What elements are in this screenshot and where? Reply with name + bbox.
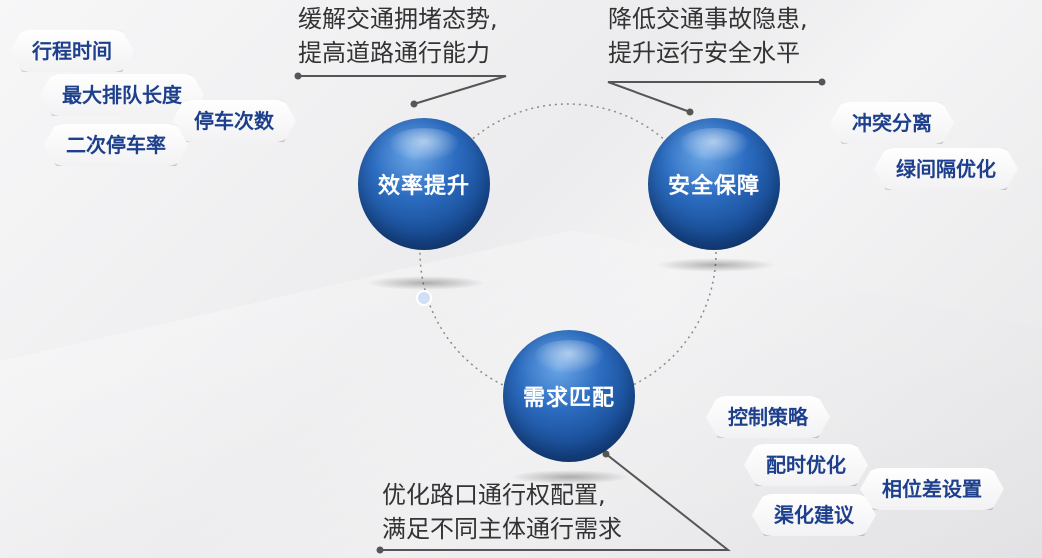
tag-control-strategy: 控制策略	[706, 396, 830, 438]
caption-line: 优化路口通行权配置,	[382, 481, 606, 509]
connector-dot	[376, 546, 384, 554]
connector-demand	[380, 453, 731, 551]
tag-stop-count: 停车次数	[172, 100, 296, 142]
tag-timing-optimization: 配时优化	[744, 444, 868, 486]
caption-efficiency: 缓解交通拥堵态势, 提高道路通行能力	[298, 2, 498, 70]
connector-dot	[410, 100, 418, 108]
node-efficiency: 效率提升	[358, 118, 490, 250]
connector-safety	[607, 81, 822, 113]
tag-channelization-advice: 渠化建议	[752, 494, 876, 536]
cycle-ring	[419, 103, 717, 401]
connector-dot	[818, 78, 826, 86]
caption-demand: 优化路口通行权配置, 满足不同主体通行需求	[382, 478, 622, 546]
node-demand-label: 需求匹配	[522, 386, 615, 411]
tag-green-interval-optimization: 绿间隔优化	[874, 148, 1018, 190]
caption-line: 降低交通事故隐患,	[608, 5, 808, 33]
sphere-shadow	[656, 258, 776, 272]
node-safety: 安全保障	[648, 118, 780, 250]
ring-marker	[416, 290, 432, 306]
connector-dot	[602, 450, 610, 458]
tag-max-queue-length: 最大排队长度	[40, 74, 204, 116]
node-efficiency-label: 效率提升	[377, 174, 470, 199]
connector-efficiency	[298, 75, 507, 105]
tag-second-stop-rate: 二次停车率	[44, 124, 188, 166]
connector-dot	[294, 72, 302, 80]
tag-conflict-separation: 冲突分离	[830, 102, 954, 144]
tag-offset-setting: 相位差设置	[860, 468, 1004, 510]
sphere-shadow	[510, 470, 630, 484]
tag-travel-time: 行程时间	[10, 30, 134, 72]
sphere-shadow	[366, 276, 486, 290]
caption-safety: 降低交通事故隐患, 提升运行安全水平	[608, 2, 808, 70]
caption-line: 满足不同主体通行需求	[382, 515, 622, 543]
caption-line: 缓解交通拥堵态势,	[298, 5, 498, 33]
node-safety-label: 安全保障	[667, 174, 760, 199]
caption-line: 提升运行安全水平	[608, 39, 800, 67]
connector-dot	[686, 108, 694, 116]
node-demand: 需求匹配	[503, 330, 635, 462]
caption-line: 提高道路通行能力	[298, 39, 490, 67]
